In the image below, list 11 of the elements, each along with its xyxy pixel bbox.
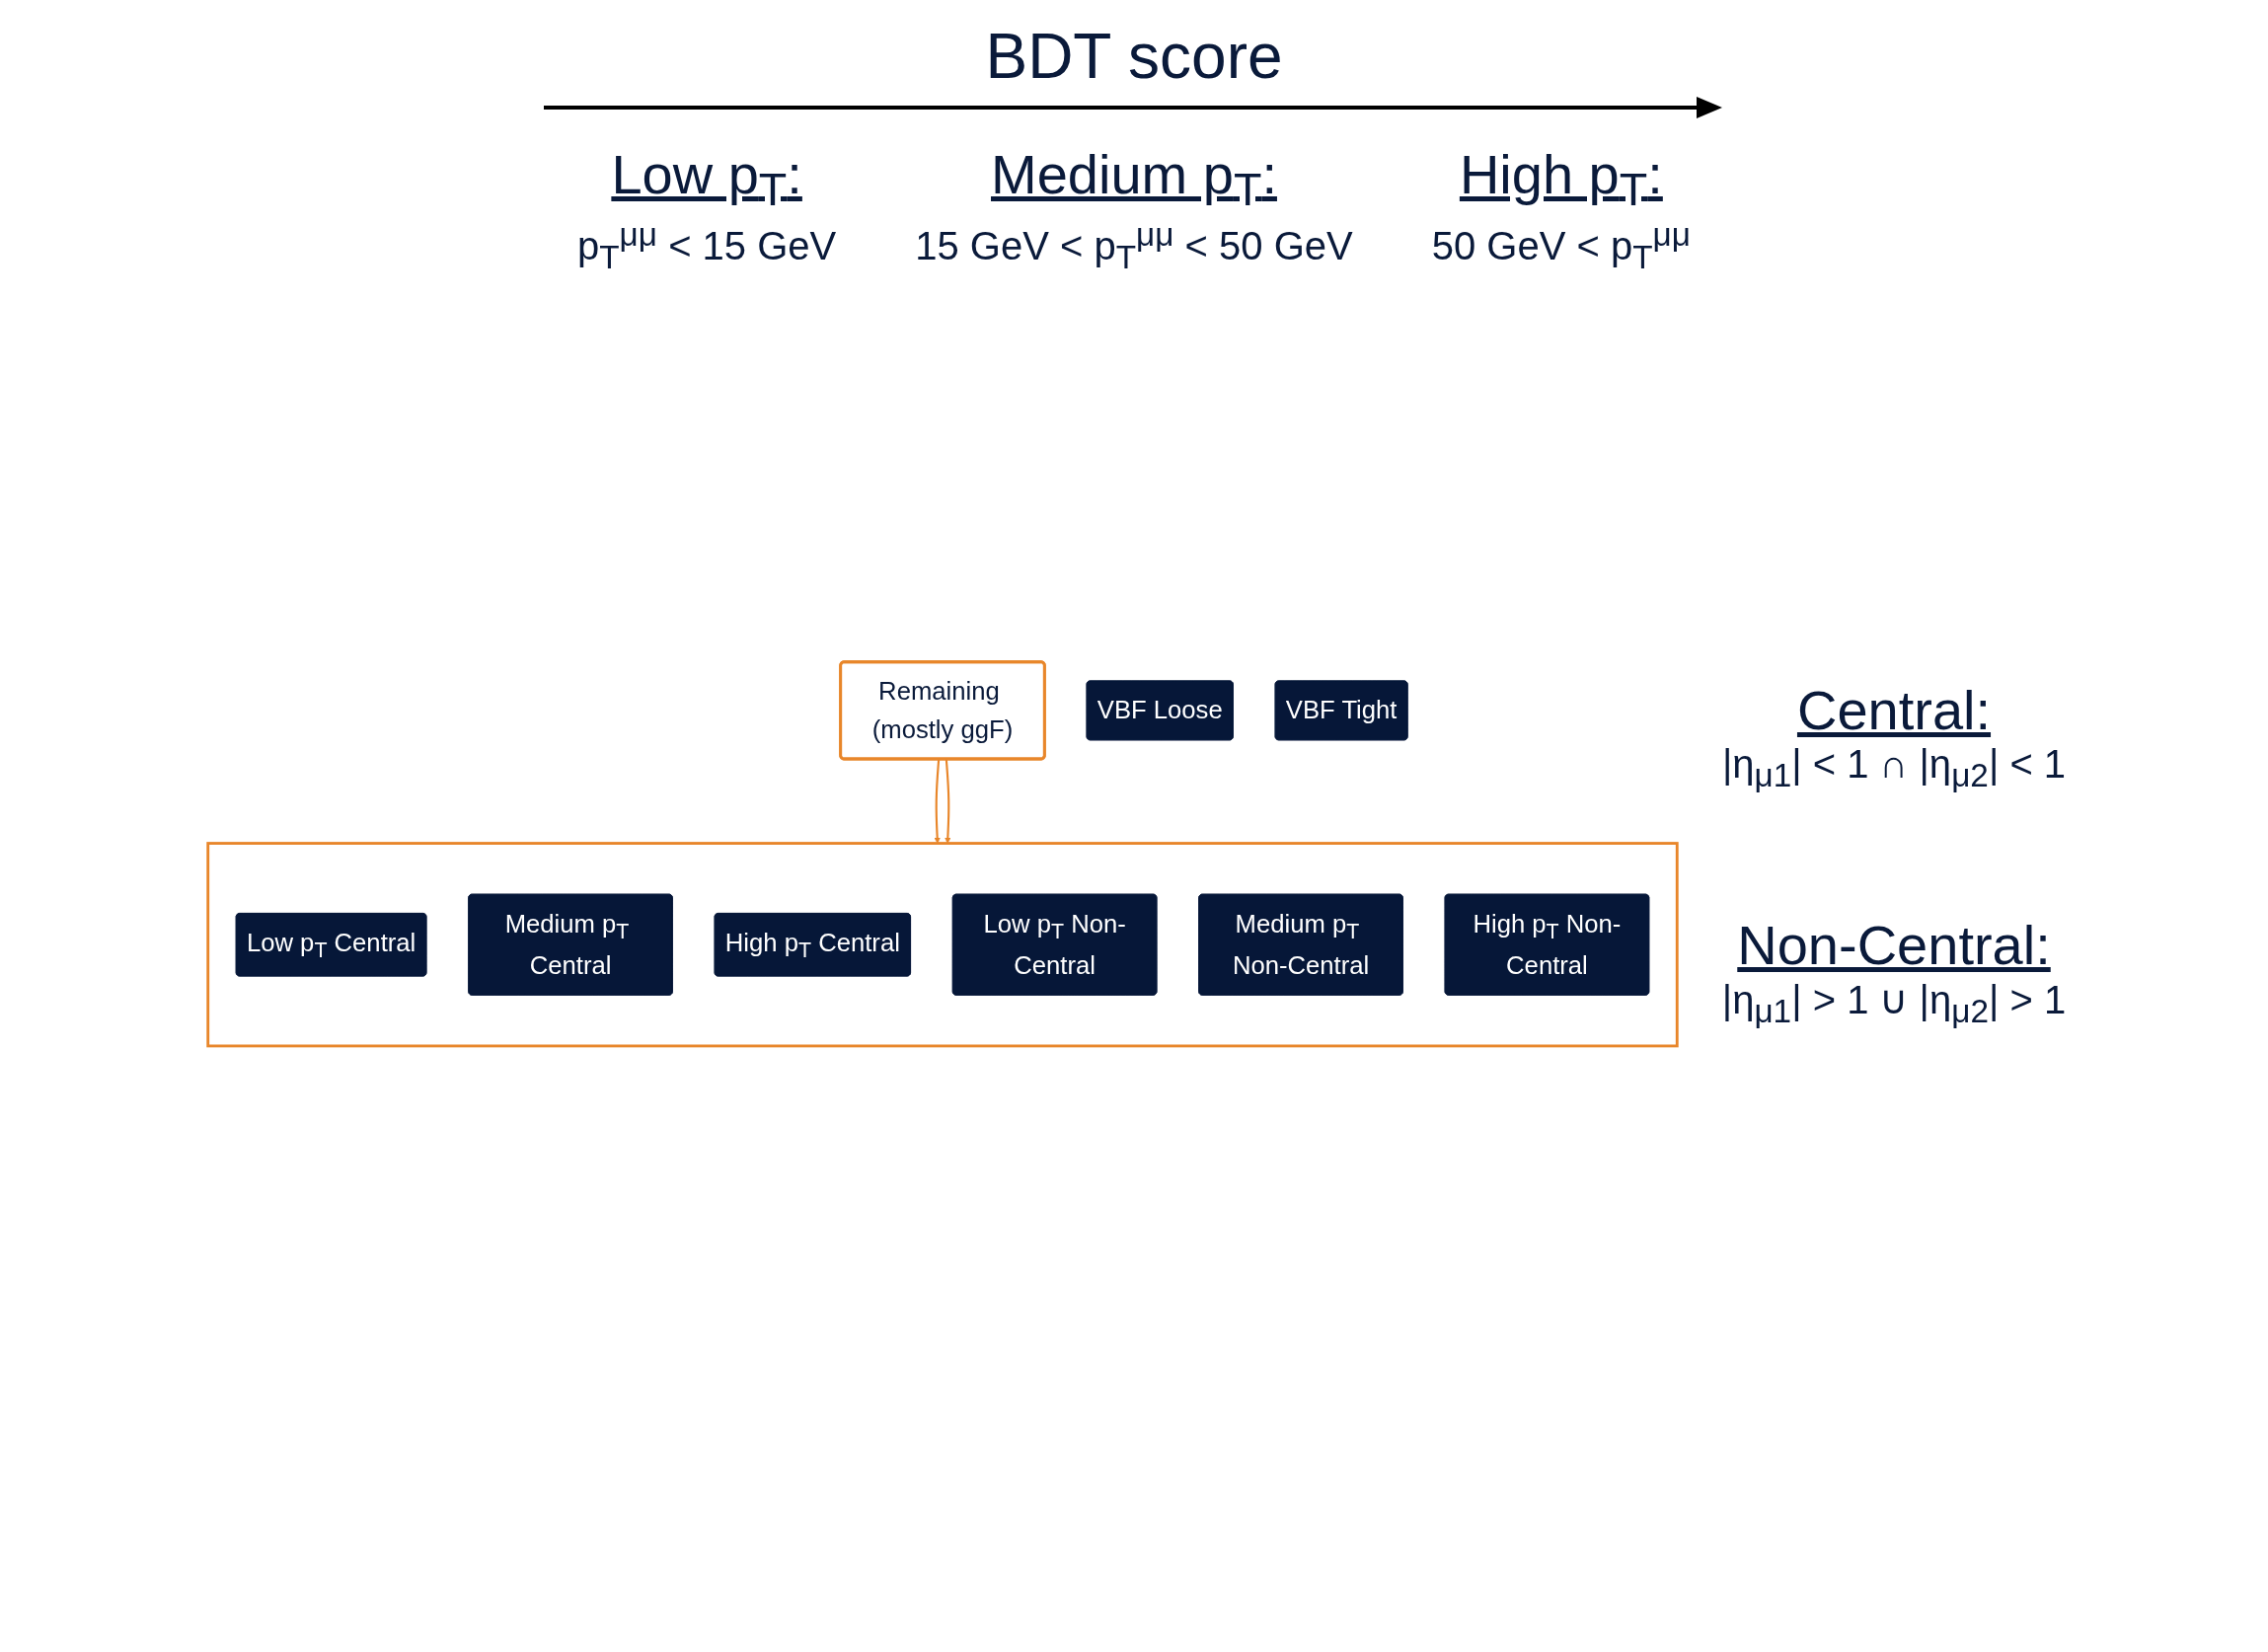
cut-text: |η$_{μ1}$| > 1 ∪ |η$_{μ2}$| > 1 — [1721, 977, 2067, 1030]
column-heading: Low p$_{T}$: — [611, 142, 802, 217]
cut-text: p$_{T}$$^{μμ}$ < 15 GeV — [577, 216, 837, 277]
cut-text: 15 GeV < p$_{T}$$^{μμ}$ < 50 GeV — [915, 216, 1353, 277]
column-heading: High p$_{T}$: — [1459, 142, 1663, 217]
row-heading: Non-Central: — [1737, 913, 2051, 977]
row-heading: Central: — [1796, 678, 1992, 742]
cluster — [206, 842, 1679, 1048]
cut-text: |η$_{μ1}$| < 1 ∩ |η$_{μ2}$| < 1 — [1721, 742, 2067, 794]
column-heading: Medium p$_{T}$: — [991, 142, 1277, 217]
axis-title: BDT score — [985, 20, 1283, 93]
